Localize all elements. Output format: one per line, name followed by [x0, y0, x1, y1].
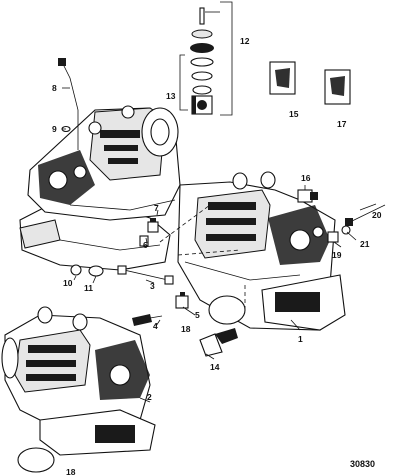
callout-11: 11	[84, 283, 93, 293]
callout-21: 21	[360, 239, 370, 249]
callout-19: 19	[332, 250, 342, 260]
o-ring-item-21	[341, 225, 351, 235]
callout-13: 13	[166, 91, 176, 101]
callout-3: 3	[150, 281, 155, 291]
sealant-packet-right	[324, 69, 351, 105]
callout-1: 1	[298, 334, 303, 344]
transmission-main-view	[177, 171, 346, 331]
callout-labels: 1 2 3 4 5 6 7 8 9 10 11 12 13 14 15 16 1…	[52, 36, 382, 476]
cable-item-20	[345, 204, 386, 226]
dipstick	[58, 58, 79, 150]
solenoid-valve	[199, 328, 238, 357]
pressure-switch	[139, 235, 149, 247]
o-ring-item-18-upper	[208, 295, 246, 325]
callout-2: 2	[147, 392, 152, 402]
callout-20: 20	[372, 210, 382, 220]
callout-5: 5	[195, 310, 200, 320]
diagram-reference-number: 30830	[350, 459, 375, 469]
fitting-item-19	[327, 231, 339, 243]
callout-6: 6	[143, 240, 148, 250]
leader-lines	[62, 1, 377, 403]
callout-18-lower: 18	[66, 467, 76, 476]
speed-sensor	[175, 292, 189, 309]
callout-7: 7	[154, 203, 159, 213]
fitting-item-16	[297, 189, 318, 203]
callout-12: 12	[240, 36, 250, 46]
callout-4: 4	[153, 321, 158, 331]
callout-8: 8	[52, 83, 57, 93]
temperature-sender	[147, 218, 159, 233]
wire-connector	[132, 314, 163, 326]
sealant-packet-left	[269, 61, 296, 95]
dashed-assembly-lines	[159, 204, 246, 310]
callout-16: 16	[301, 173, 311, 183]
transmission-rear-view	[19, 105, 181, 271]
callout-18-upper: 18	[181, 324, 191, 334]
callout-15: 15	[289, 109, 299, 119]
o-ring-item-18-lower	[17, 447, 55, 473]
callout-17: 17	[337, 119, 347, 129]
callout-10: 10	[63, 278, 73, 288]
callout-14: 14	[210, 362, 220, 372]
callout-9: 9	[52, 124, 57, 134]
washer-item-11	[88, 265, 104, 277]
sensor-harness	[117, 265, 174, 285]
shift-shaft-stack	[190, 7, 214, 115]
transmission-lower-view	[1, 306, 156, 456]
o-ring-item-10	[70, 264, 82, 276]
